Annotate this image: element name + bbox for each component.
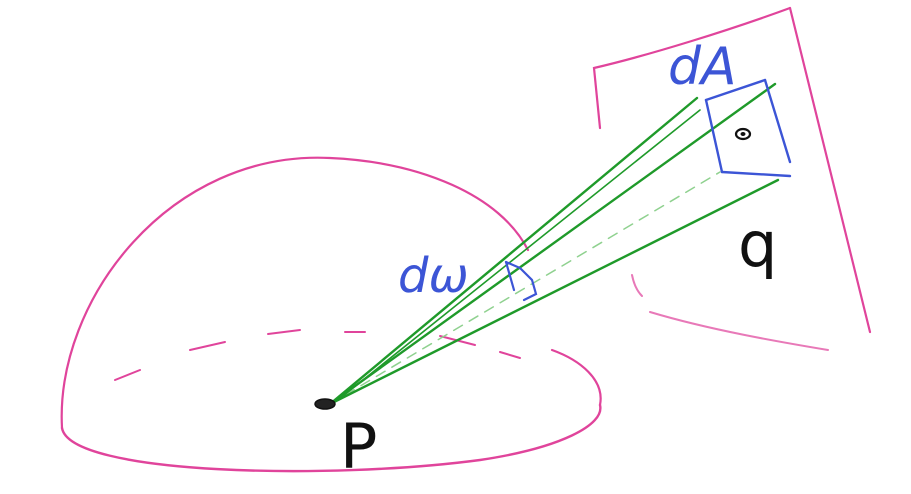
point-p-dot [314,398,336,410]
label-p: P [340,410,377,483]
hemisphere-dome [60,156,530,430]
area-element-dA [704,78,792,178]
surface-plane-bottom [649,311,829,351]
ray-middle [328,82,777,406]
surface-plane-top-left [592,6,792,130]
ray-top [328,96,699,406]
hemisphere-right-side [550,348,602,407]
center-ray-dashed [329,171,721,405]
label-q: q [738,208,777,281]
ray-inner [337,109,701,401]
surface-plane-left-lower [631,274,643,297]
label-dA: dA [668,37,737,97]
solid-angle-marker [504,260,538,302]
hemisphere-base-back-dashed [114,329,521,381]
hemisphere-base-front [60,403,602,473]
area-center-dot [734,127,752,141]
ray-bottom [328,178,780,406]
surface-plane-right [788,6,872,334]
area-center-dot-core [740,132,746,136]
solid-angle-rays [328,82,780,406]
label-dw: dω [398,248,469,304]
